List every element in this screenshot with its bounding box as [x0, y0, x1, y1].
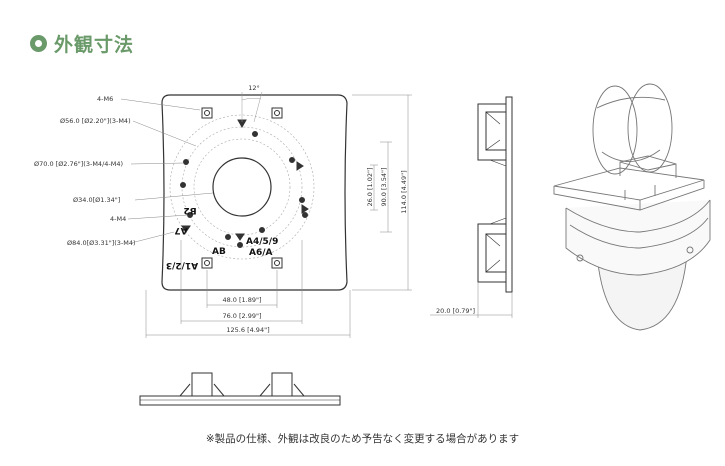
triangle-markers [181, 119, 309, 241]
dim-76: 76.0 [2.99"] [222, 312, 261, 320]
corner-hole-bottom-left [201, 257, 213, 269]
footer-note: ※製品の仕様、外観は改良のため予告なく変更する場合があります [205, 433, 520, 445]
label-a6a: A6/A [249, 248, 273, 258]
bottom-dim-lines [145, 240, 351, 338]
m6-leader [120, 98, 201, 111]
angle-arc [241, 97, 262, 101]
dim-90: 90.0 [3.54"] [380, 167, 388, 206]
right-dim-lines [352, 94, 412, 291]
label-a7: A7 [174, 225, 187, 235]
mount-holes [180, 131, 308, 248]
center-hole [212, 157, 272, 217]
side-view [477, 96, 513, 293]
front-view [139, 372, 341, 406]
label-a459: A4/5/9 [246, 237, 278, 247]
d34-label: Ø34.0[Ø1.34"] [73, 196, 120, 204]
d34-leader [134, 192, 214, 201]
circle-bullet-icon [30, 34, 47, 52]
circle-d70 [181, 126, 303, 248]
d84-leader [130, 231, 175, 244]
circle-d84 [169, 114, 315, 260]
angle-label: 12° [248, 84, 260, 92]
dim-26: 26.0 [1.02"] [366, 167, 374, 206]
d70-leader [130, 162, 185, 165]
d56-label: Ø56.0 [Ø2.20"](3-M4) [60, 117, 131, 125]
d56-leader [132, 120, 197, 147]
angle-line-2 [253, 91, 263, 123]
label-a123: A1/2/3 [166, 260, 198, 270]
plate-outline [161, 94, 348, 291]
section-header: 外観寸法 [30, 30, 134, 56]
dim-125: 125.6 [4.94"] [226, 326, 269, 334]
dim-20: 20.0 [0.79"] [436, 307, 475, 315]
dim-48: 48.0 [1.89"] [222, 296, 261, 304]
dim-114: 114.0 [4.49"] [400, 170, 408, 213]
d70-label: Ø70.0 [Ø2.76"](3-M4/4-M4) [34, 160, 123, 168]
d84-label: Ø84.0[Ø3.31"](3-M4) [67, 239, 136, 247]
circle-d56 [193, 138, 291, 236]
m6-label: 4-M6 [97, 95, 113, 103]
label-b2: B2 [183, 205, 196, 215]
isometric-view [553, 83, 711, 331]
label-ab: AB [212, 247, 226, 257]
corner-hole-top-left [201, 107, 213, 119]
corner-hole-top-right [271, 107, 283, 119]
side-dim-lines [430, 282, 513, 318]
m4-label: 4-M4 [110, 215, 126, 223]
m4-leader [127, 214, 189, 220]
corner-hole-bottom-right [271, 257, 283, 269]
top-view [161, 91, 348, 291]
section-title: 外観寸法 [54, 33, 135, 56]
